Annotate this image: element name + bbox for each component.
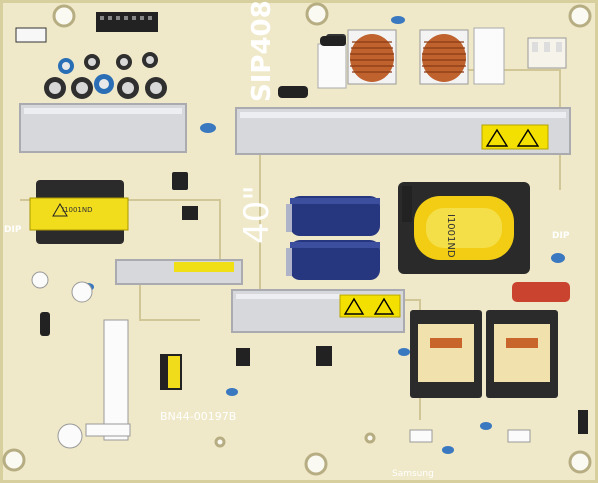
choke-right xyxy=(419,29,469,85)
warning-sticker-middle xyxy=(339,294,401,318)
film-capacitor xyxy=(512,282,570,302)
dip-left-label: DIP xyxy=(4,225,22,235)
electrolytic-caps-cluster xyxy=(44,52,167,99)
transformer-right xyxy=(398,182,530,274)
mounting-holes xyxy=(2,2,592,476)
bulk-capacitors xyxy=(286,196,380,280)
vendor-label: Samsung xyxy=(392,469,434,479)
choke-left xyxy=(347,29,397,85)
part-number-label: BN44-00197B xyxy=(160,410,236,423)
warning-sticker-top-right xyxy=(481,124,549,150)
connector-top xyxy=(96,12,158,32)
size-label: 40" xyxy=(237,185,277,244)
model-label: SIP408D xyxy=(247,0,277,102)
heatsink-top-left xyxy=(19,103,187,153)
transformer-right-label: I1001ND xyxy=(445,214,456,258)
inductor-right xyxy=(486,310,558,398)
connector-top-left xyxy=(15,27,47,43)
dip-right-label: DIP xyxy=(552,231,570,241)
inductor-left xyxy=(410,310,482,398)
transformer-left xyxy=(29,180,129,244)
transformer-left-label: I1001ND xyxy=(62,206,93,214)
